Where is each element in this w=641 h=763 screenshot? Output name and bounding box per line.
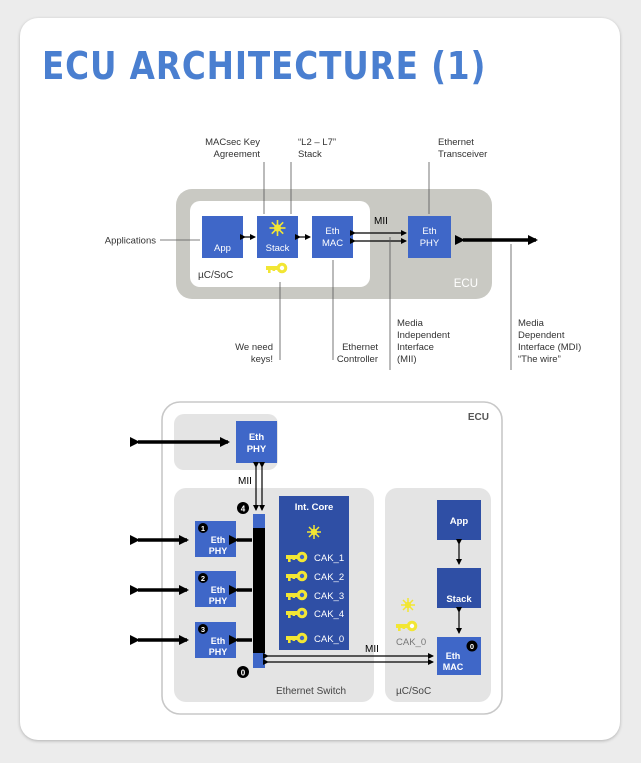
- bottom-ecu-label: ECU: [468, 412, 489, 423]
- callout-keys-line1: We need: [235, 342, 273, 353]
- soc-cak-label: CAK_0: [396, 637, 426, 648]
- callout-mdi-line2: Dependent: [518, 330, 565, 341]
- svg-text:Eth: Eth: [211, 535, 226, 545]
- callout-transceiver-line2: Transceiver: [438, 149, 487, 160]
- bottom-soc-label: µC/SoC: [396, 686, 431, 697]
- mii-bottom-label: MII: [365, 644, 379, 655]
- app-label: App: [214, 243, 231, 254]
- app-block: [202, 216, 243, 258]
- switch-fabric-bar: [253, 528, 265, 653]
- svg-text:CAK_3: CAK_3: [314, 591, 344, 602]
- svg-text:3: 3: [201, 625, 205, 634]
- eth-phy-block: [408, 216, 451, 258]
- svg-text:1: 1: [201, 524, 205, 533]
- callout-mka-line1: MACsec Key: [205, 137, 260, 148]
- svg-text:CAK_1: CAK_1: [314, 553, 344, 564]
- svg-text:4: 4: [241, 505, 246, 514]
- ecu-label: ECU: [454, 278, 478, 290]
- svg-text:CAK_2: CAK_2: [314, 572, 344, 583]
- port-0-badge: [237, 666, 249, 678]
- top-phy-line2: PHY: [247, 444, 267, 455]
- switch-phy-1: 1 Eth PHY: [195, 521, 236, 557]
- sun-icon: [269, 220, 286, 236]
- cak-4-row: CAK_4: [286, 607, 344, 620]
- callout-controller-line1: Ethernet: [342, 342, 378, 353]
- callout-transceiver-line1: Ethernet: [438, 137, 474, 148]
- svg-text:MAC: MAC: [443, 662, 464, 672]
- eth-phy-line2: PHY: [420, 238, 440, 249]
- cak-1-row: CAK_1: [286, 551, 344, 564]
- page-title: ECU ARCHITECTURE (1): [42, 44, 487, 88]
- eth-mac-line2: MAC: [322, 238, 343, 249]
- callout-mii-line3: Interface: [397, 342, 434, 353]
- soc-stack-label: Stack: [446, 594, 472, 605]
- switch-phy-3: 3 Eth PHY: [195, 622, 236, 658]
- svg-text:CAK_4: CAK_4: [314, 609, 344, 620]
- int-core-block: [279, 496, 349, 650]
- svg-text:Eth: Eth: [211, 636, 226, 646]
- stack-label: Stack: [266, 243, 290, 254]
- callout-mka-line2: Agreement: [214, 149, 261, 160]
- svg-text:Eth: Eth: [446, 651, 461, 661]
- soc-label: µC/SoC: [198, 270, 233, 281]
- sun-icon: [307, 525, 321, 539]
- callout-mdi-line4: “The wire”: [518, 354, 561, 365]
- mii-label: MII: [374, 216, 388, 227]
- switch-phy-2: 2 Eth PHY: [195, 571, 236, 607]
- svg-text:0: 0: [241, 669, 246, 678]
- callout-mii-line1: Media: [397, 318, 424, 329]
- eth-mac-line1: Eth: [325, 226, 339, 237]
- port-4-badge: [237, 502, 249, 514]
- svg-text:Eth: Eth: [211, 585, 226, 595]
- svg-text:PHY: PHY: [209, 546, 228, 556]
- mac-port-badge: 0: [470, 642, 474, 651]
- callout-keys-line2: keys!: [251, 354, 273, 365]
- soc-app-label: App: [450, 516, 469, 527]
- callout-stack-line1: “L2 – L7”: [298, 137, 336, 148]
- callout-mdi-line3: Interface (MDI): [518, 342, 581, 353]
- cak-0-row: CAK_0: [286, 632, 344, 645]
- cak-3-row: CAK_3: [286, 589, 344, 602]
- sun-icon: [401, 598, 415, 612]
- eth-phy-line1: Eth: [422, 226, 436, 237]
- bottom-diagram: ECU Eth PHY MII 4 0 1 Eth PHY 2: [130, 401, 503, 715]
- top-phy-line1: Eth: [249, 432, 265, 443]
- callout-controller-line2: Controller: [337, 354, 378, 365]
- cak-2-row: CAK_2: [286, 570, 344, 583]
- top-diagram: App Stack Eth MAC Eth PHY µC/SoC ECU MII: [105, 137, 581, 370]
- eth-mac-block: [312, 216, 353, 258]
- callout-applications: Applications: [105, 236, 156, 247]
- svg-text:PHY: PHY: [209, 596, 228, 606]
- svg-text:CAK_0: CAK_0: [314, 634, 344, 645]
- callout-mdi-line1: Media: [518, 318, 545, 329]
- callout-mii-line2: Independent: [397, 330, 450, 341]
- soc-stack-block: [437, 568, 481, 608]
- mii-top-label: MII: [238, 476, 252, 487]
- soc-app-block: [437, 500, 481, 540]
- callout-mii-line4: (MII): [397, 354, 417, 365]
- int-core-title: Int. Core: [295, 502, 334, 513]
- top-eth-phy-block: [236, 421, 277, 463]
- svg-text:PHY: PHY: [209, 647, 228, 657]
- svg-text:2: 2: [201, 574, 205, 583]
- switch-label: Ethernet Switch: [276, 686, 346, 697]
- callout-stack-line2: Stack: [298, 149, 322, 160]
